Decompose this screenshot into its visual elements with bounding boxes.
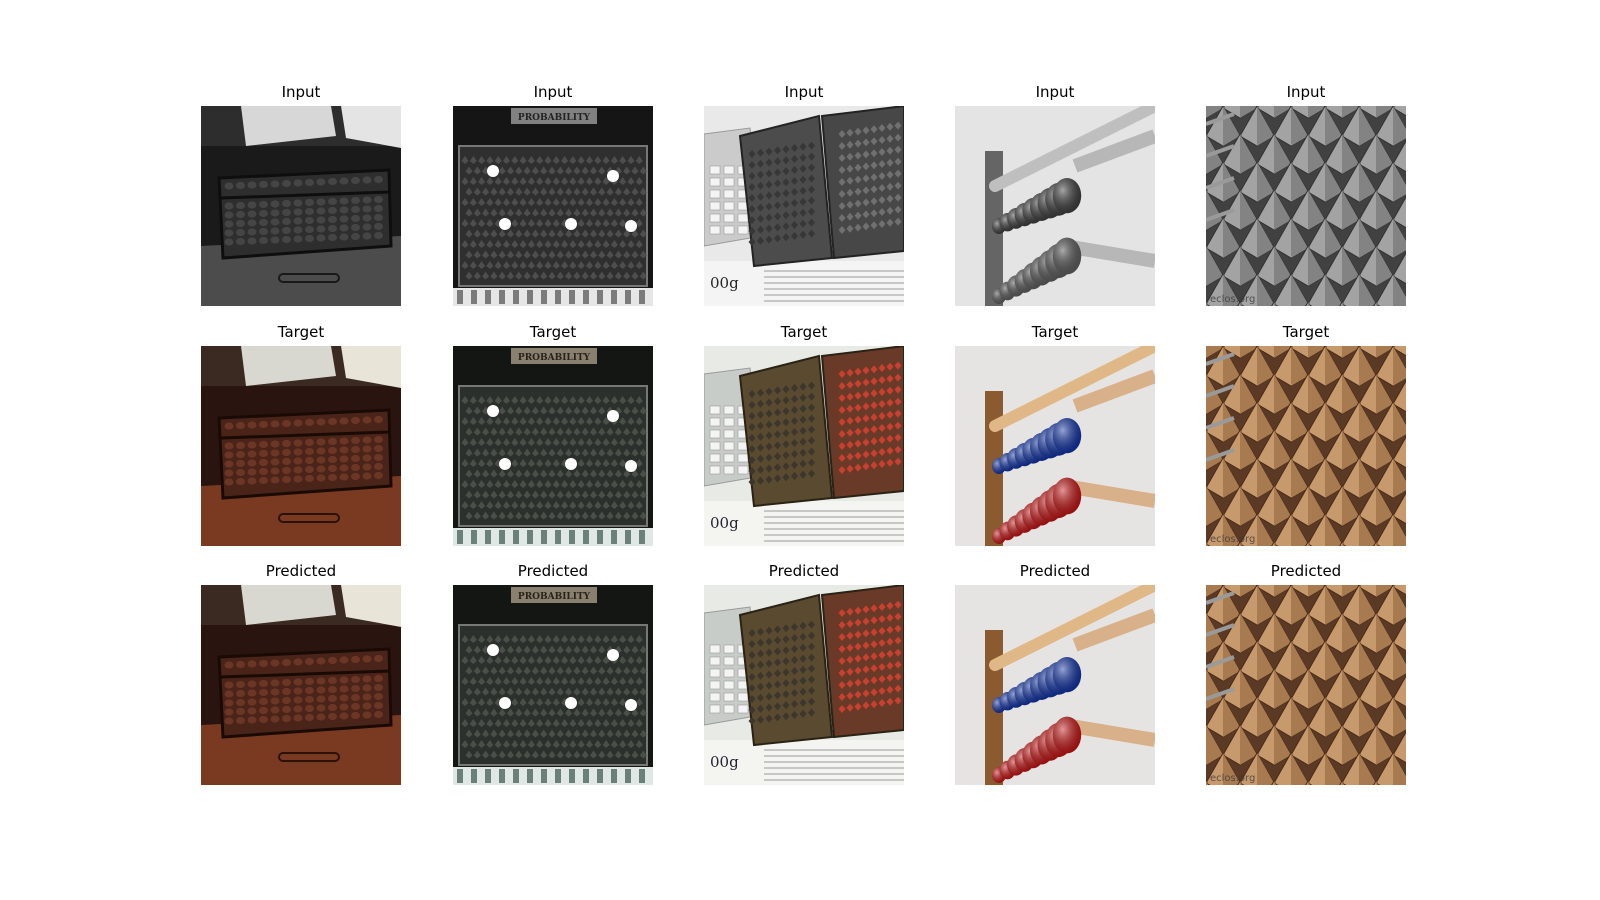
panel-title: Predicted: [517, 562, 589, 580]
panel-title: Input: [784, 83, 824, 101]
svg-text:00g: 00g: [710, 753, 739, 771]
abacus-spikes-image-graphic: eclos.org: [1206, 106, 1406, 306]
abacus-desk-image: [201, 585, 401, 785]
abacus-spikes-image-graphic: eclos.org: [1206, 346, 1406, 546]
abacus-beads-image: [955, 346, 1155, 546]
svg-text:PROBABILITY: PROBABILITY: [518, 113, 591, 123]
panel-title: Input: [1035, 83, 1075, 101]
svg-text:eclos.org: eclos.org: [1210, 534, 1255, 545]
abacus-cabinet-image: PROBABILITY: [453, 346, 653, 546]
abacus-spikes-image-graphic: eclos.org: [1206, 585, 1406, 785]
abacus-spikes-image: eclos.org: [1206, 346, 1406, 546]
abacus-cabinet-image: PROBABILITY: [453, 106, 653, 306]
svg-text:eclos.org: eclos.org: [1210, 294, 1255, 305]
panel-title: Predicted: [1270, 562, 1342, 580]
soroban-calculator-image-graphic: 00g: [704, 106, 904, 306]
abacus-beads-image-graphic: [955, 346, 1155, 546]
abacus-beads-image: [955, 585, 1155, 785]
abacus-cabinet-image-graphic: PROBABILITY: [453, 585, 653, 785]
abacus-spikes-image: eclos.org: [1206, 106, 1406, 306]
abacus-desk-image-graphic: [201, 346, 401, 546]
abacus-desk-image-graphic: [201, 106, 401, 306]
panel-title: Input: [533, 83, 573, 101]
soroban-calculator-image-graphic: 00g: [704, 346, 904, 546]
panel-title: Target: [529, 323, 577, 341]
panel-title: Predicted: [1019, 562, 1091, 580]
soroban-calculator-image: 00g: [704, 346, 904, 546]
abacus-beads-image: [955, 106, 1155, 306]
panel-title: Target: [1282, 323, 1330, 341]
panel-title: Target: [1031, 323, 1079, 341]
svg-text:00g: 00g: [710, 274, 739, 292]
abacus-desk-image: [201, 346, 401, 546]
panel-title: Predicted: [265, 562, 337, 580]
svg-text:eclos.org: eclos.org: [1210, 773, 1255, 784]
abacus-cabinet-image-graphic: PROBABILITY: [453, 346, 653, 546]
soroban-calculator-image: 00g: [704, 585, 904, 785]
svg-text:00g: 00g: [710, 514, 739, 532]
abacus-beads-image-graphic: [955, 585, 1155, 785]
panel-title: Target: [780, 323, 828, 341]
svg-text:PROBABILITY: PROBABILITY: [518, 592, 591, 602]
panel-title: Predicted: [768, 562, 840, 580]
abacus-desk-image: [201, 106, 401, 306]
abacus-cabinet-image-graphic: PROBABILITY: [453, 106, 653, 306]
soroban-calculator-image: 00g: [704, 106, 904, 306]
panel-title: Input: [281, 83, 321, 101]
abacus-desk-image-graphic: [201, 585, 401, 785]
panel-title: Input: [1286, 83, 1326, 101]
abacus-cabinet-image: PROBABILITY: [453, 585, 653, 785]
abacus-spikes-image: eclos.org: [1206, 585, 1406, 785]
soroban-calculator-image-graphic: 00g: [704, 585, 904, 785]
svg-text:PROBABILITY: PROBABILITY: [518, 353, 591, 363]
panel-title: Target: [277, 323, 325, 341]
abacus-beads-image-graphic: [955, 106, 1155, 306]
